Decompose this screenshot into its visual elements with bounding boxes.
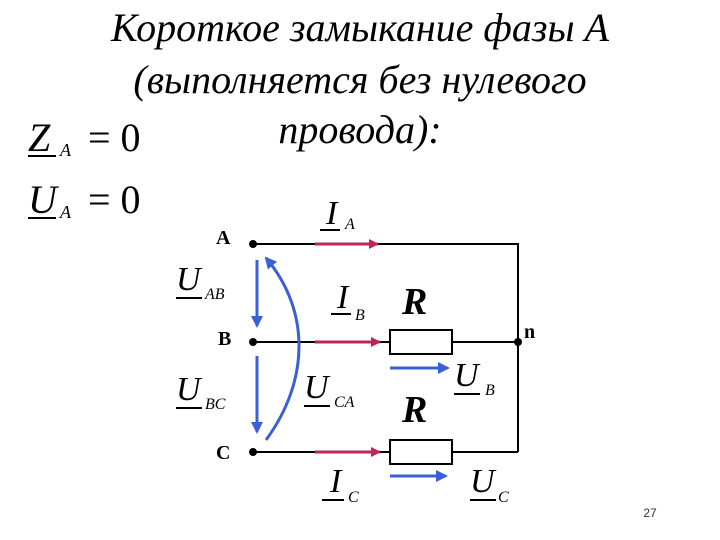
node-label-c: C — [216, 442, 230, 464]
u-sub: A — [59, 202, 72, 222]
voltage-arrow-uca — [264, 256, 301, 441]
node-n — [514, 338, 522, 346]
equation-u-a: U A = 0 — [28, 177, 141, 222]
uca-var: U — [304, 369, 331, 406]
current-label-ic: I C — [322, 463, 359, 506]
resistor-b — [389, 329, 453, 355]
ub-sub: B — [485, 382, 495, 399]
current-label-ib: I B — [331, 279, 365, 324]
node-b — [249, 338, 257, 346]
ia-var: I — [325, 195, 339, 232]
ic-sub: C — [348, 489, 359, 506]
node-a — [249, 240, 257, 248]
circuit-wires — [253, 243, 519, 465]
title-line-2: (выполняется без нулевого — [133, 57, 587, 102]
uab-sub: AB — [204, 286, 225, 303]
z-var: Z — [28, 115, 51, 160]
resistor-c — [389, 439, 453, 465]
node-label-a: A — [216, 227, 231, 249]
ubc-var: U — [176, 371, 203, 408]
voltage-label-uca: U CA — [304, 369, 355, 411]
ia-sub: A — [344, 216, 355, 233]
voltage-label-ubc: U BC — [176, 371, 226, 413]
resistor-label-c: R — [401, 389, 427, 431]
voltage-label-ub: U B — [454, 357, 495, 399]
z-rhs: = 0 — [88, 115, 141, 160]
z-sub: A — [59, 140, 72, 160]
uca-sub: CA — [334, 394, 355, 411]
ib-sub: B — [355, 307, 365, 324]
equation-z-a: Z A = 0 — [28, 115, 141, 160]
title-line-3: провода): — [278, 107, 442, 152]
uc-sub: C — [498, 489, 509, 506]
u-var: U — [28, 177, 60, 222]
ubc-sub: BC — [205, 396, 226, 413]
u-rhs: = 0 — [88, 177, 141, 222]
node-c — [249, 448, 257, 456]
ic-var: I — [329, 463, 343, 500]
ub-var: U — [454, 357, 481, 394]
title-line-1: Короткое замыкание фазы А — [111, 5, 609, 50]
resistor-label-b: R — [401, 281, 427, 323]
voltage-label-uab: U AB — [176, 261, 225, 303]
slide-number: 27 — [643, 506, 657, 520]
wire-phase-a — [253, 243, 519, 452]
voltage-label-uc: U C — [470, 463, 509, 506]
node-label-b: B — [218, 328, 231, 350]
uc-var: U — [470, 463, 497, 500]
ib-var: I — [336, 279, 350, 316]
uab-var: U — [176, 261, 203, 298]
current-label-ia: I A — [320, 195, 355, 233]
node-label-n: n — [524, 321, 535, 343]
